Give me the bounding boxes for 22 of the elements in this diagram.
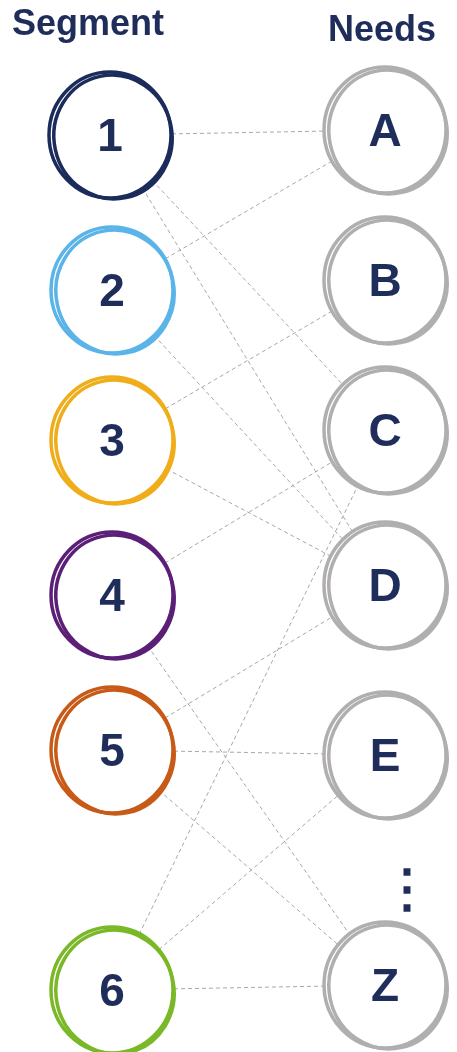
- node-label: 3: [98, 417, 126, 463]
- node-label: 6: [98, 967, 126, 1013]
- node-label: B: [367, 257, 403, 303]
- column-heading: Needs: [328, 8, 437, 50]
- node-label: C: [367, 407, 403, 453]
- connector-line: [173, 985, 324, 990]
- connector-line: [171, 130, 324, 135]
- node-label: E: [368, 732, 402, 778]
- connector-line: [164, 461, 333, 564]
- column-heading: Segment: [12, 2, 165, 44]
- node-label: 2: [98, 267, 126, 313]
- connector-line: [165, 160, 332, 260]
- ellipsis-mark: ⋮: [381, 858, 433, 918]
- connector-line: [173, 750, 324, 755]
- connector-line: [164, 616, 333, 719]
- connector-line: [165, 310, 332, 410]
- node-label: A: [367, 107, 403, 153]
- node-label: 4: [98, 572, 126, 618]
- node-label: D: [367, 562, 403, 608]
- node-label: 5: [98, 727, 126, 773]
- node-label: Z: [369, 962, 401, 1008]
- node-label: 1: [96, 112, 124, 158]
